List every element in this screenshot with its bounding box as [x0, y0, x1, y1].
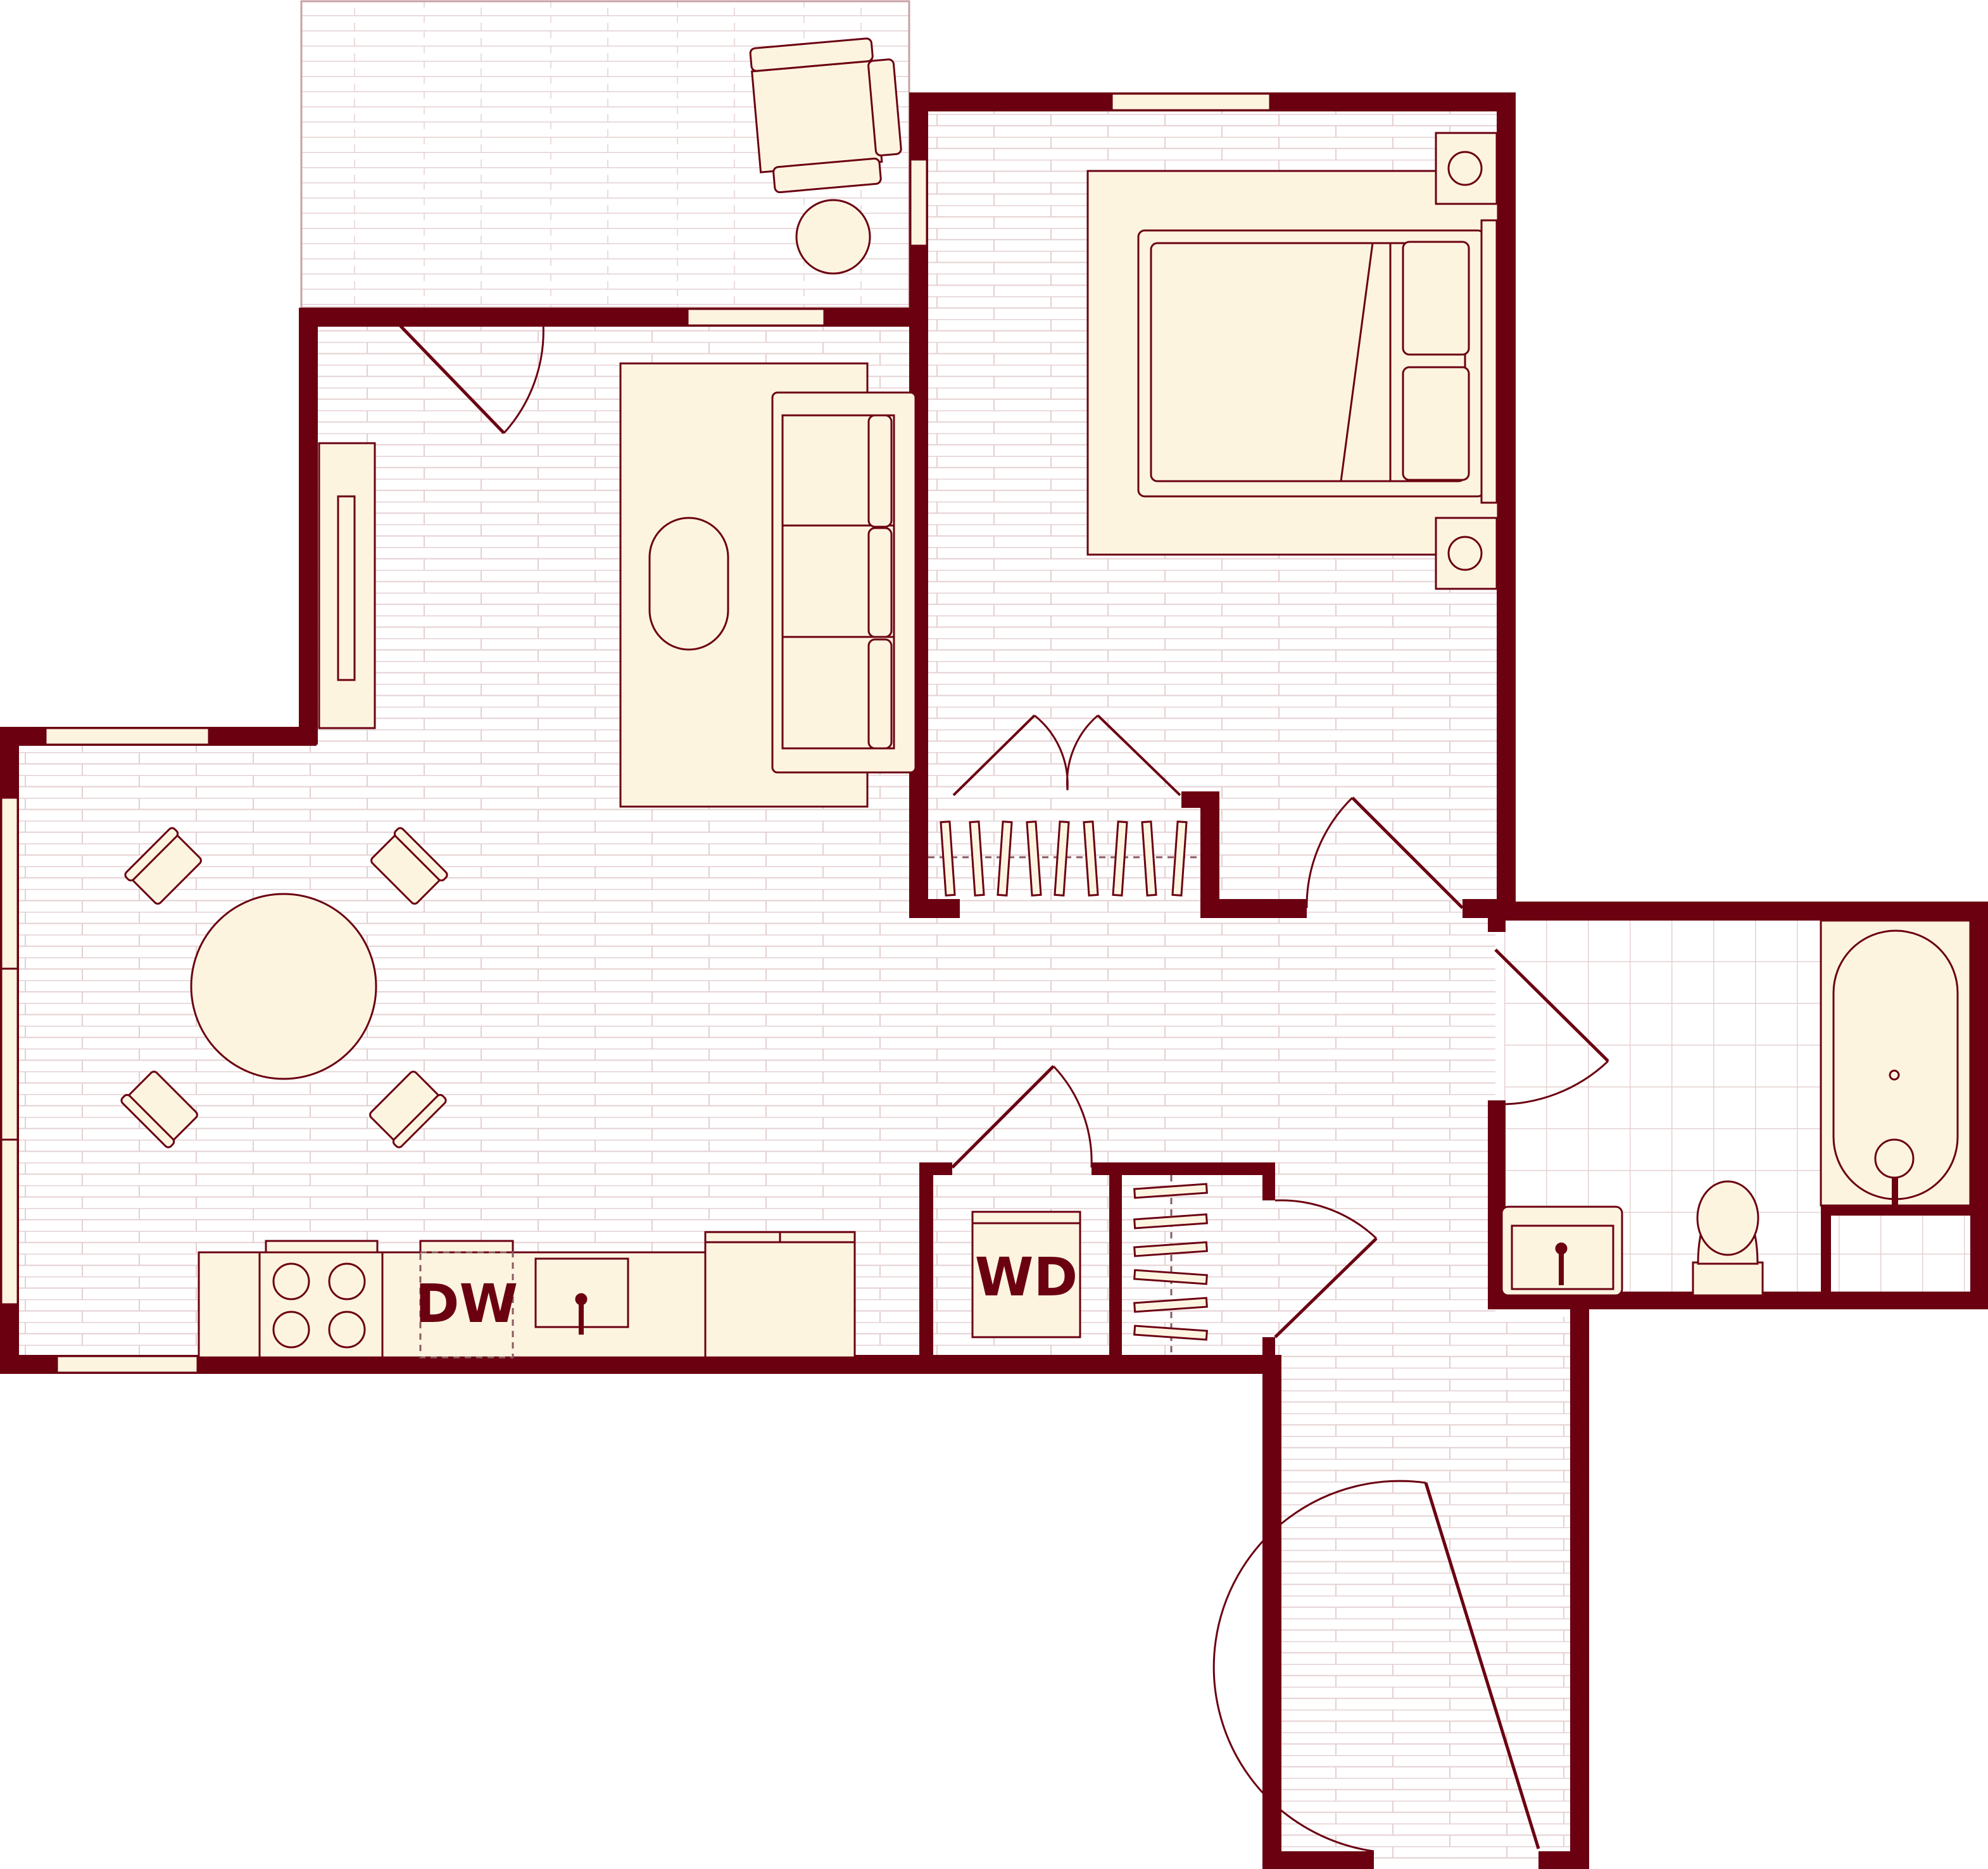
- wall-closet-top: [1181, 791, 1219, 808]
- door-balcony: [391, 317, 544, 434]
- bathroom-sink-icon: [1500, 1205, 1623, 1297]
- wall-entry-right: [1570, 1292, 1589, 1869]
- nightstand-bottom: [1435, 517, 1498, 590]
- wall-closet-right: [1200, 791, 1219, 918]
- wall-laundry-top-left: [919, 1162, 952, 1175]
- window-living-top: [686, 308, 826, 327]
- sink-icon: [534, 1257, 629, 1335]
- refrigerator-icon: [704, 1231, 856, 1359]
- window-left-2: [0, 967, 19, 1141]
- bathtub-icon: [1820, 919, 1972, 1209]
- wall-bath-top: [1488, 902, 1988, 921]
- bed-icon: [1137, 219, 1498, 504]
- closet-icon: [928, 821, 1200, 897]
- wall-entry-bottom-right: [1538, 1851, 1589, 1869]
- wall-entry-bottom-left: [1262, 1851, 1374, 1869]
- dishwasher-label: DW: [415, 1273, 518, 1335]
- wall-bath-tub-divider: [1821, 1205, 1831, 1300]
- door-bedroom-closet: [952, 714, 1181, 796]
- window-left-1: [0, 796, 19, 970]
- toilet-icon: [1692, 1180, 1764, 1297]
- door-bathroom: [1494, 948, 1609, 1105]
- wall-laundry-top-right: [1092, 1162, 1275, 1175]
- wall-living-top: [299, 308, 927, 327]
- wall-bedroom-bottom-left: [909, 899, 960, 918]
- window-dining-top: [44, 727, 210, 746]
- wall-bath-tub-shelf: [1821, 1205, 1973, 1216]
- dining-table-icon: [120, 827, 448, 1148]
- labels: DW WD: [415, 1246, 1078, 1335]
- tv-icon: [337, 495, 356, 681]
- window-bedroom-top: [1110, 92, 1271, 111]
- window-bottom-left: [56, 1355, 199, 1374]
- side-table-icon: [795, 199, 871, 275]
- wall-laundry-left: [919, 1162, 933, 1359]
- armchair-icon: [749, 37, 902, 194]
- stove-icon: [258, 1240, 384, 1359]
- sofa-icon: [771, 391, 917, 774]
- dishwasher-icon: [419, 1240, 514, 1359]
- washer-dryer-icon: [971, 1211, 1081, 1338]
- wall-bath-left-upper: [1488, 902, 1506, 932]
- closet-2-icon: [1133, 1175, 1208, 1355]
- door-bedroom: [1305, 796, 1464, 909]
- coffee-table-icon: [648, 517, 729, 651]
- wall-closet2-right-upper: [1262, 1162, 1275, 1200]
- wall-living-left: [299, 308, 318, 745]
- doors: [391, 317, 1609, 1853]
- wall-bedroom-right: [1497, 92, 1516, 916]
- wall-bedroom-bottom-mid: [1200, 899, 1307, 918]
- wall-closet2-right-lower: [1262, 1337, 1275, 1374]
- window-balcony-side: [909, 158, 928, 247]
- windows: [0, 92, 1271, 1374]
- wall-bath-right: [1970, 902, 1988, 1307]
- door-entry: [1212, 1480, 1540, 1853]
- window-left-3: [0, 1138, 19, 1306]
- nightstand-top: [1435, 132, 1498, 205]
- door-laundry: [951, 1065, 1093, 1169]
- wall-laundry-divider: [1109, 1162, 1122, 1359]
- washer-dryer-label: WD: [975, 1246, 1078, 1308]
- door-closet: [1274, 1199, 1378, 1338]
- furniture: [120, 37, 1972, 1359]
- wall-entry-left: [1262, 1355, 1281, 1869]
